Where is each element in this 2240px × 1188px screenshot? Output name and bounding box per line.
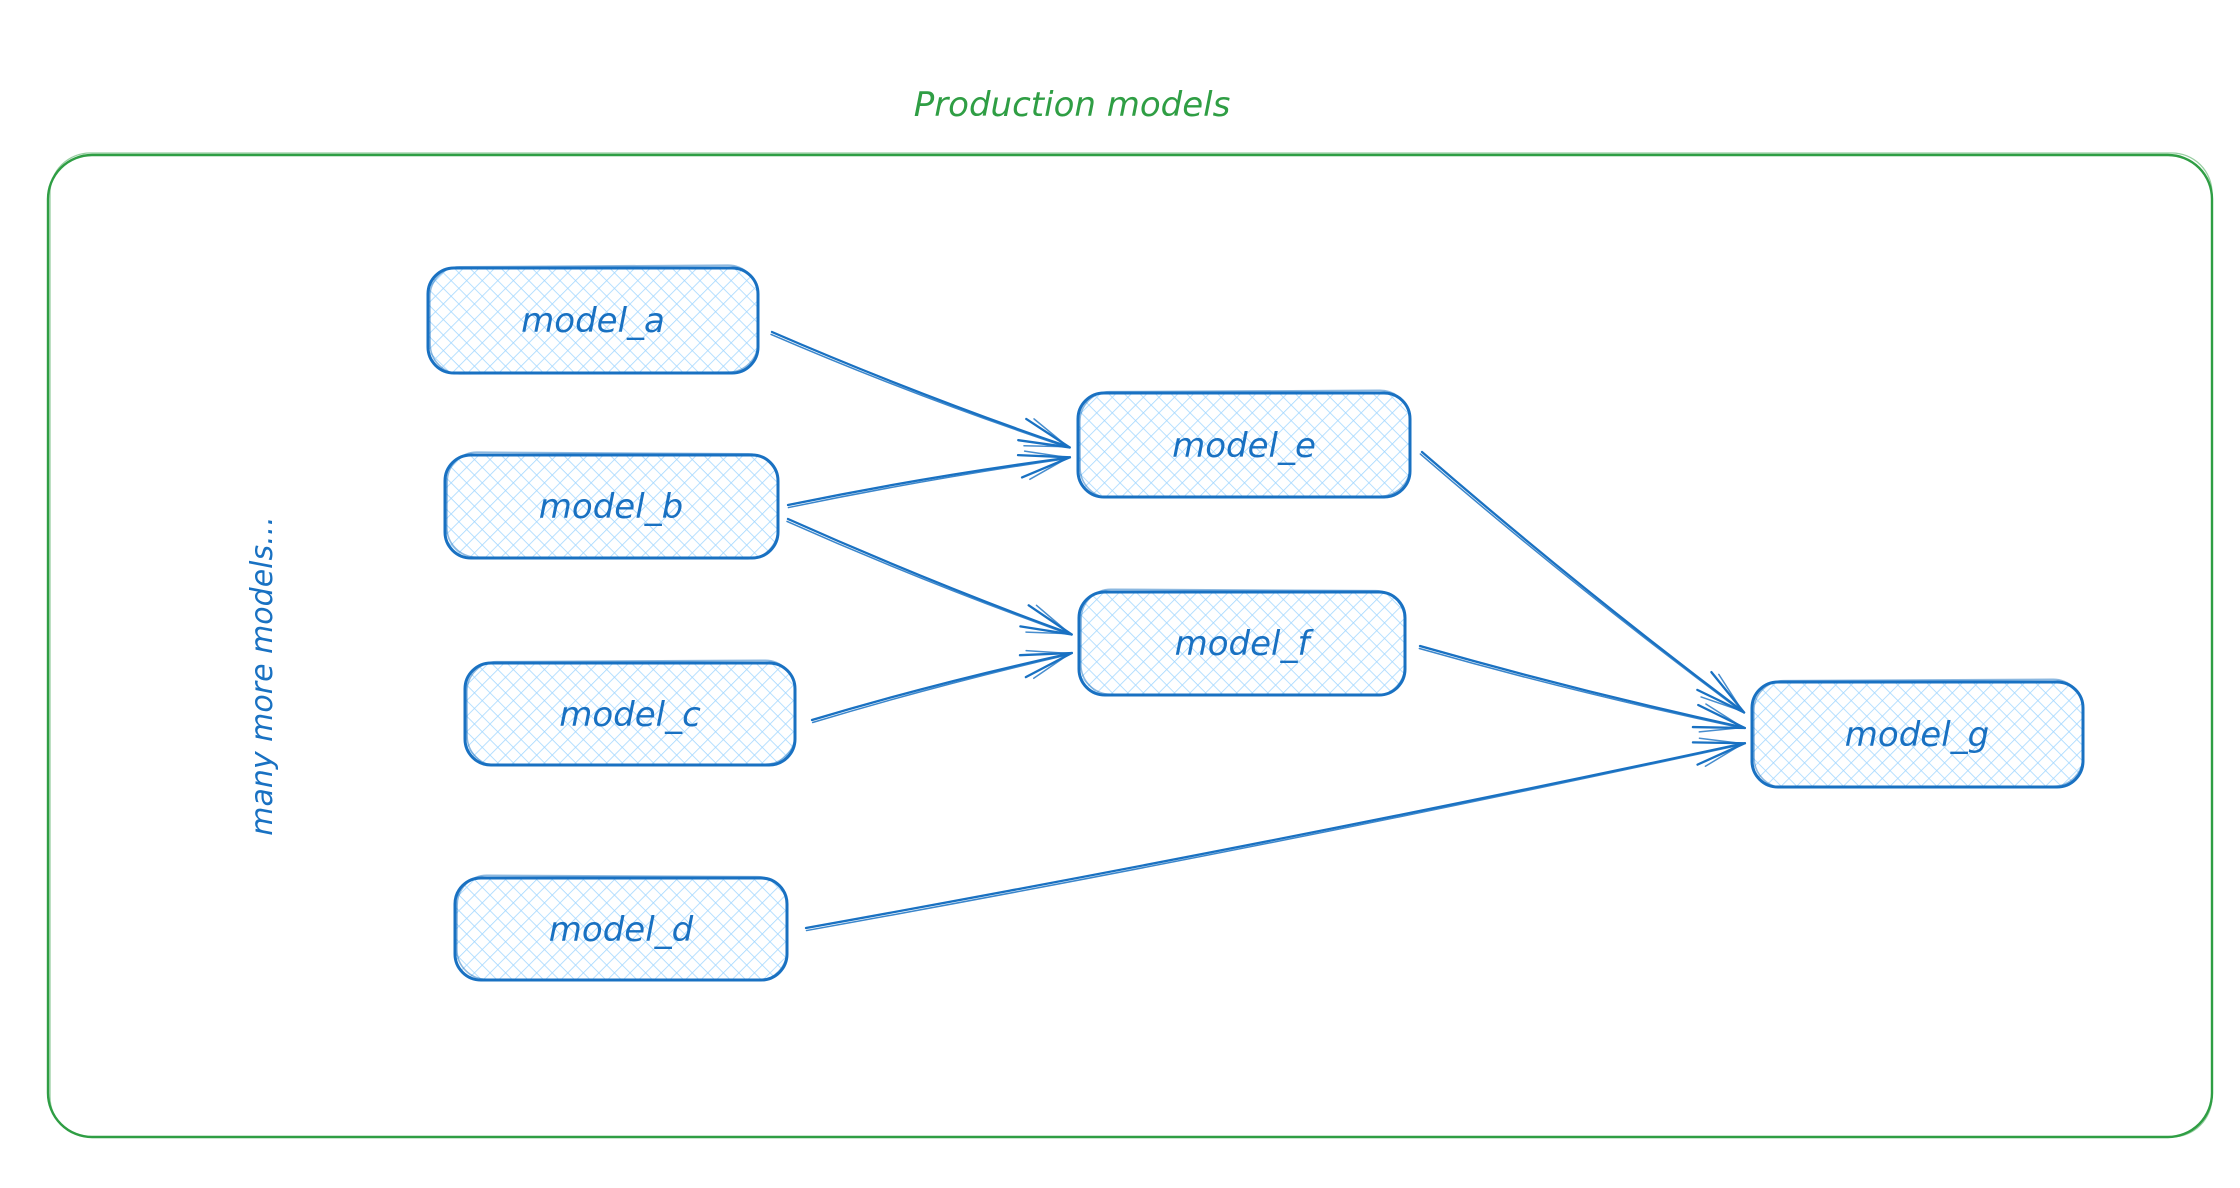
arrowhead-stroke <box>1025 631 1071 635</box>
production-models-frame[interactable] <box>46 152 2214 1139</box>
arrowhead-stroke <box>1023 450 1069 459</box>
node-model_f[interactable]: model_f <box>1077 588 1407 697</box>
arrowhead-stroke <box>1032 652 1071 680</box>
arrowhead-stroke <box>1704 742 1744 768</box>
arrow-shaft <box>787 458 1067 509</box>
arrowhead-stroke <box>1023 445 1069 448</box>
node-label: model_f <box>1175 624 1315 664</box>
arrowhead-stroke <box>1698 737 1744 745</box>
arrow-model_b-to-model_f[interactable] <box>786 517 1073 636</box>
arrowhead-stroke <box>1033 418 1069 448</box>
arrow-model_a-to-model_e[interactable] <box>770 330 1071 449</box>
arrowhead-stroke <box>1029 456 1069 481</box>
edges-layer <box>770 330 1747 932</box>
arrowhead-stroke <box>1705 703 1744 729</box>
arrow-shaft <box>810 652 1070 722</box>
arrow-shaft <box>786 456 1068 507</box>
node-model_g[interactable]: model_g <box>1750 678 2085 789</box>
arrow-shaft <box>786 517 1070 635</box>
diagram-title: Production models <box>914 85 1231 125</box>
arrow-shaft <box>805 744 1742 932</box>
node-label: model_g <box>1845 715 1989 755</box>
node-label: model_c <box>559 695 701 735</box>
node-label: model_a <box>521 301 665 341</box>
arrow-model_f-to-model_g[interactable] <box>1418 644 1747 733</box>
arrowhead-stroke <box>1035 604 1071 635</box>
arrow-shaft <box>811 654 1069 724</box>
arrow-shaft <box>804 742 1743 930</box>
arrowhead-stroke <box>1698 726 1744 733</box>
arrow-shaft <box>1418 644 1743 729</box>
arrow-shaft <box>1419 453 1742 712</box>
node-model_d[interactable]: model_d <box>453 874 789 982</box>
arrow-shaft <box>770 330 1068 448</box>
node-model_a[interactable]: model_a <box>426 264 760 375</box>
arrow-shaft <box>1418 647 1742 729</box>
node-model_e[interactable]: model_e <box>1076 389 1412 499</box>
arrow-model_b-to-model_e[interactable] <box>786 450 1072 509</box>
arrowhead-stroke <box>1700 696 1744 713</box>
arrowhead-stroke <box>1718 673 1744 713</box>
arrow-model_e-to-model_g[interactable] <box>1419 450 1746 714</box>
arrow-model_c-to-model_f[interactable] <box>810 649 1074 724</box>
arrow-shaft <box>770 333 1067 448</box>
arrow-shaft <box>786 520 1069 635</box>
node-label: model_e <box>1172 426 1316 466</box>
node-model_b[interactable]: model_b <box>443 451 780 560</box>
node-label: model_d <box>549 910 694 950</box>
node-label: model_b <box>539 487 683 527</box>
arrowhead-stroke <box>1025 649 1071 655</box>
side-label: many more models... <box>245 516 280 835</box>
arrow-shaft <box>1420 450 1743 712</box>
node-model_c[interactable]: model_c <box>463 659 797 767</box>
arrow-model_d-to-model_g[interactable] <box>804 737 1747 932</box>
